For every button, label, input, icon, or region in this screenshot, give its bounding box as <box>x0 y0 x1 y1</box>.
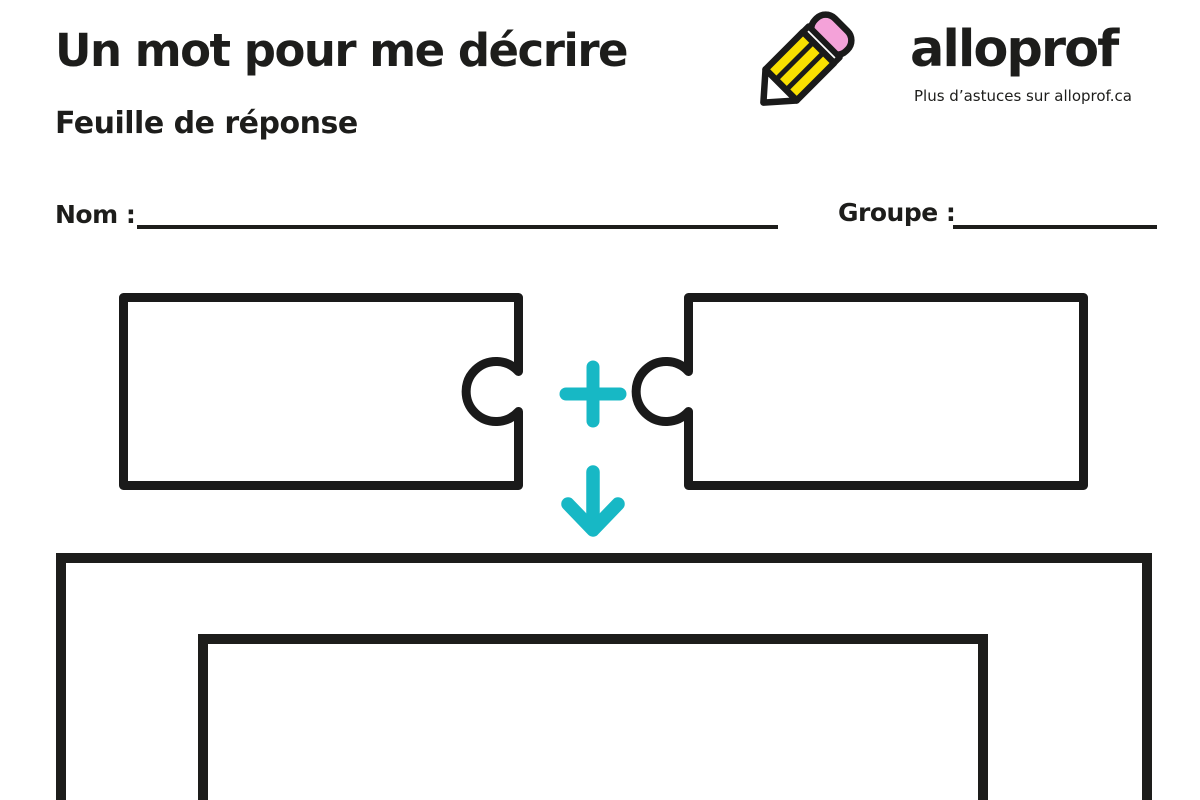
pencil-icon-svg <box>760 11 855 106</box>
word-box-2[interactable] <box>624 293 1088 494</box>
group-write-line[interactable] <box>953 225 1157 229</box>
group-label: Groupe : <box>838 198 956 227</box>
pencil-icon <box>742 2 864 124</box>
word-box-2-shape <box>631 293 1088 490</box>
page-subtitle: Feuille de réponse <box>55 106 358 141</box>
down-arrow-icon-svg <box>561 465 625 537</box>
name-write-line[interactable] <box>137 225 778 229</box>
word-box-1-shape <box>119 293 523 490</box>
brand-tagline: Plus d’astuces sur alloprof.ca <box>914 87 1132 105</box>
word-box-1[interactable] <box>119 293 523 494</box>
result-box-inner[interactable] <box>198 634 988 800</box>
alloprof-logo: alloprof <box>910 20 1119 79</box>
page-title: Un mot pour me décrire <box>55 24 629 77</box>
name-label: Nom : <box>55 200 136 229</box>
plus-icon-svg <box>559 360 627 428</box>
down-arrow-icon <box>560 464 626 546</box>
plus-icon <box>556 357 630 435</box>
